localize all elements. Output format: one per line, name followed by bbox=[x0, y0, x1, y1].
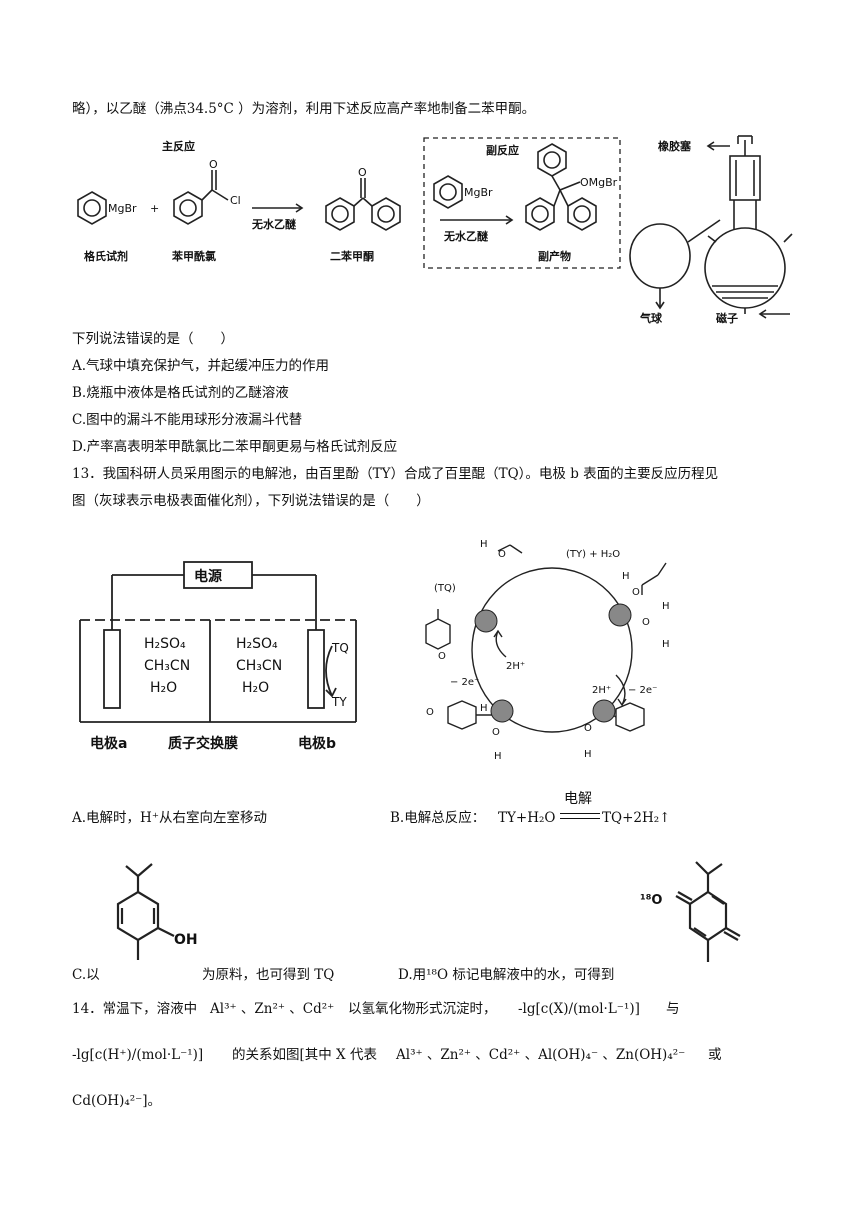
cycle-2e-right: − 2e⁻ bbox=[628, 685, 657, 696]
cycle-o-6: O bbox=[492, 727, 500, 738]
cycle-h-2: H bbox=[622, 571, 630, 582]
q13-option-d: D.用¹⁸O 标记电解液中的水，可得到 bbox=[398, 967, 615, 983]
electrode-a-label: 电极a bbox=[90, 735, 127, 752]
q13-option-b-right: TQ+2H₂↑ bbox=[602, 810, 671, 826]
cycle-h-7: H bbox=[584, 749, 592, 760]
cycle-ty-h2o: (TY) + H₂O bbox=[566, 549, 620, 560]
cycle-h-1: H bbox=[480, 539, 488, 550]
q14-line1-c: 以氢氧化物形式沉淀时， bbox=[348, 1001, 497, 1017]
label-balloon: 气球 bbox=[639, 311, 663, 325]
cycle-h-3: H bbox=[662, 601, 670, 612]
o-label-2: O bbox=[358, 166, 367, 179]
left-solution-1: H₂SO₄ bbox=[144, 636, 186, 652]
label-benzoyl-chloride: 苯甲酰氯 bbox=[171, 249, 216, 263]
right-solution-3: H₂O bbox=[242, 680, 269, 696]
q13-option-c-pre: C.以 bbox=[72, 967, 100, 983]
reaction-scheme-figure: 主反应 副反应 MgBr + Cl O O MgBr OMgBr 无水乙醚 无水… bbox=[77, 135, 793, 325]
cycle-h-6: H bbox=[494, 751, 502, 762]
cycle-o-4: O bbox=[438, 651, 446, 662]
mgbr-label-1: MgBr bbox=[108, 202, 137, 215]
main-reaction-title: 主反应 bbox=[162, 139, 195, 153]
q13-option-a: A.电解时，H⁺从右室向左室移动 bbox=[72, 810, 267, 826]
label-rubber-stopper: 橡胶塞 bbox=[658, 139, 692, 153]
cycle-tq: (TQ) bbox=[434, 583, 456, 594]
cycle-o-2: O bbox=[632, 587, 640, 598]
q14-line2-d: 或 bbox=[708, 1047, 722, 1063]
condition-2: 无水乙醚 bbox=[443, 229, 488, 243]
q14-line2-expression: -lg[c(H⁺)/(mol·L⁻¹)] bbox=[72, 1047, 204, 1063]
q14-line1-a: 14．常温下，溶液中 bbox=[72, 1001, 198, 1017]
right-solution-1: H₂SO₄ bbox=[236, 636, 278, 652]
cycle-2h-left: 2H⁺ bbox=[506, 661, 525, 672]
cycle-h-4: H bbox=[662, 639, 670, 650]
left-solution-2: CH₃CN bbox=[144, 658, 190, 674]
omgbr-label: OMgBr bbox=[580, 176, 618, 189]
condition-1: 无水乙醚 bbox=[251, 217, 296, 231]
q14-line2-b: 的关系如图[其中 X 代表 bbox=[232, 1047, 377, 1063]
q13-option-b-left: TY+H₂O bbox=[498, 810, 556, 826]
cycle-o-3: O bbox=[642, 617, 650, 628]
q13-option-c-structure: OH bbox=[116, 863, 198, 960]
q13-option-b-condition: 电解 bbox=[564, 791, 592, 807]
electrode-b-label: 电极b bbox=[298, 735, 336, 752]
label-byproduct: 副产物 bbox=[538, 249, 571, 263]
q14-line2-ions: Al³⁺ 、Zn²⁺ 、Cd²⁺ 、Al(OH)₄⁻ 、Zn(OH)₄²⁻ bbox=[396, 1047, 686, 1063]
electrolytic-cell-figure: 电源 H₂SO₄ CH₃CN H₂O H₂SO₄ CH₃CN H₂O TQ TY… bbox=[79, 561, 357, 752]
label-stir-bar: 磁子 bbox=[716, 311, 738, 325]
left-solution-3: H₂O bbox=[150, 680, 177, 696]
q12-option-d: D.产率高表明苯甲酰氯比二苯甲酮更易与格氏试剂反应 bbox=[72, 439, 398, 455]
d-18o-label: ¹⁸O bbox=[640, 893, 662, 908]
q12-option-a: A.气球中填充保护气，并起缓冲压力的作用 bbox=[72, 358, 330, 374]
cycle-o-7: O bbox=[584, 723, 592, 734]
q14-line1-expression: -lg[c(X)/(mol·L⁻¹)] bbox=[518, 1001, 640, 1017]
q13-option-c-post: 为原料，也可得到 TQ bbox=[202, 967, 335, 983]
q12-option-b: B.烧瓶中液体是格氏试剂的乙醚溶液 bbox=[72, 385, 289, 401]
ty-label: TY bbox=[331, 695, 347, 709]
q14-line1-e: 与 bbox=[666, 1001, 680, 1017]
tq-label: TQ bbox=[331, 641, 349, 655]
q14-line1-ions: Al³⁺ 、Zn²⁺ 、Cd²⁺ bbox=[210, 1001, 335, 1017]
q13-option-b-label: B.电解总反应： bbox=[390, 810, 486, 826]
plus-sign: + bbox=[150, 202, 159, 215]
cycle-o-1: O bbox=[498, 549, 506, 560]
cl-label: Cl bbox=[230, 194, 241, 207]
q13-option-d-structure: ¹⁸O bbox=[640, 861, 741, 962]
cycle-2e-left: − 2e⁻ bbox=[450, 677, 479, 688]
q13-double-line bbox=[560, 813, 600, 819]
label-benzophenone: 二苯甲酮 bbox=[330, 249, 374, 263]
reaction-cycle-figure: (TY) + H₂O (TQ) 2H⁺ − 2e⁻ 2H⁺ − 2e⁻ H O … bbox=[425, 539, 670, 762]
cycle-o-5: O bbox=[426, 707, 434, 718]
mgbr-label-2: MgBr bbox=[464, 186, 493, 199]
membrane-label: 质子交换膜 bbox=[168, 735, 238, 752]
o-label-1: O bbox=[209, 158, 218, 171]
intro-line: 略），以乙醚（沸点34.5°C ）为溶剂，利用下述反应高产率地制备二苯甲酮。 bbox=[72, 101, 536, 117]
power-supply-label: 电源 bbox=[194, 568, 222, 585]
cycle-2h-right: 2H⁺ bbox=[592, 685, 611, 696]
q12-stem: 下列说法错误的是（ ） bbox=[72, 331, 234, 347]
side-reaction-title: 副反应 bbox=[486, 143, 519, 157]
q13-line-1: 13．我国科研人员采用图示的电解池，由百里酚（TY）合成了百里醌（TQ）。电极 … bbox=[72, 466, 719, 482]
q12-option-c: C.图中的漏斗不能用球形分液漏斗代替 bbox=[72, 412, 303, 428]
q14-line3: Cd(OH)₄²⁻]。 bbox=[72, 1093, 162, 1109]
cycle-h-5: H bbox=[480, 703, 488, 714]
c-oh-label: OH bbox=[174, 932, 198, 948]
q13-line-2: 图（灰球表示电极表面催化剂），下列说法错误的是（ ） bbox=[72, 493, 430, 509]
label-grignard: 格氏试剂 bbox=[84, 249, 128, 263]
right-solution-2: CH₃CN bbox=[236, 658, 282, 674]
